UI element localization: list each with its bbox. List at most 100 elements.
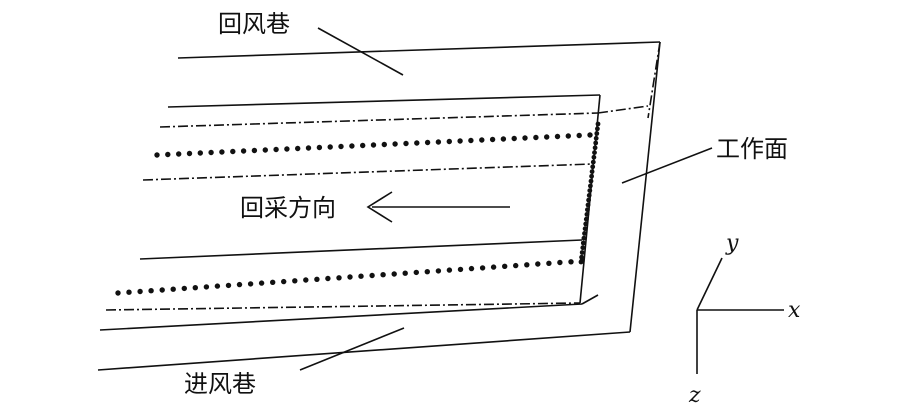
- borehole-dot: [583, 221, 589, 227]
- borehole-dot: [587, 132, 593, 138]
- borehole-dot: [165, 151, 171, 158]
- borehole-dot: [468, 265, 475, 272]
- borehole-dot: [214, 283, 221, 289]
- borehole-dot: [225, 282, 232, 289]
- axis-label-x: x: [788, 298, 801, 323]
- borehole-dot: [236, 281, 243, 288]
- borehole-dot: [457, 266, 464, 273]
- borehole-dot: [148, 288, 154, 294]
- borehole-dot: [533, 134, 539, 141]
- upper-borehole-dots: [154, 132, 593, 158]
- borehole-dot: [585, 207, 590, 213]
- borehole-dot: [305, 145, 312, 151]
- borehole-dot: [479, 265, 486, 271]
- borehole-dot: [192, 285, 198, 291]
- borehole-dot: [314, 276, 320, 282]
- borehole-dot: [592, 145, 598, 151]
- borehole-dot: [137, 288, 143, 295]
- borehole-dot: [457, 138, 463, 144]
- borehole-dot: [593, 135, 599, 141]
- borehole-dot: [424, 269, 430, 275]
- borehole-dot: [435, 139, 442, 145]
- borehole-dot: [284, 146, 290, 152]
- borehole-dot: [338, 143, 344, 150]
- borehole-dot: [590, 164, 596, 170]
- borehole-dot: [594, 131, 600, 136]
- borehole-dot: [262, 147, 268, 153]
- retreat-arrow-head: [366, 191, 393, 223]
- borehole-dot: [181, 285, 187, 292]
- borehole-dot: [316, 144, 323, 151]
- borehole-dot: [586, 197, 591, 203]
- borehole-dot: [159, 287, 165, 293]
- outer-top-edge: [177, 41, 661, 59]
- borehole-dot: [349, 143, 355, 149]
- borehole-dot: [219, 149, 225, 155]
- borehole-dot: [176, 151, 182, 157]
- borehole-dot: [595, 126, 600, 132]
- borehole-dot: [413, 269, 419, 276]
- borehole-dot: [584, 212, 590, 217]
- borehole-dot: [369, 272, 375, 279]
- borehole-dot: [579, 254, 584, 260]
- lower-borehole-dots: [115, 258, 585, 296]
- borehole-dot: [582, 226, 588, 232]
- borehole-dot: [270, 279, 276, 285]
- borehole-dot: [490, 264, 497, 270]
- borehole-dot: [546, 260, 552, 266]
- borehole-dot: [489, 136, 496, 143]
- borehole-dot: [586, 193, 592, 198]
- borehole-dot: [154, 152, 160, 158]
- borehole-dot: [292, 278, 298, 284]
- borehole-dot: [435, 268, 442, 274]
- borehole-dot: [479, 137, 485, 143]
- borehole-dot: [580, 240, 586, 246]
- borehole-dot: [258, 280, 265, 286]
- borehole-dot: [403, 140, 409, 147]
- borehole-dot: [511, 135, 517, 142]
- face-depth-line: [647, 41, 661, 119]
- borehole-dot: [581, 235, 587, 241]
- middle-line-upper: [142, 163, 593, 181]
- borehole-dot: [380, 272, 386, 278]
- borehole-dot: [336, 275, 342, 281]
- axis-y: [696, 257, 723, 311]
- borehole-dot: [582, 231, 587, 236]
- outer-bottom-edge: [97, 331, 631, 371]
- borehole-dot: [500, 136, 507, 142]
- borehole-dot: [208, 149, 214, 156]
- borehole-dot: [524, 262, 530, 268]
- borehole-dot: [295, 145, 301, 152]
- borehole-dot: [303, 277, 309, 283]
- borehole-dot: [592, 150, 597, 156]
- borehole-dot: [358, 273, 364, 279]
- borehole-dot: [557, 259, 563, 266]
- borehole-dot: [591, 154, 597, 160]
- borehole-dot: [247, 281, 254, 287]
- borehole-dot: [392, 141, 398, 147]
- middle-line-lower: [139, 239, 583, 260]
- borehole-dot: [230, 148, 236, 155]
- borehole-dot: [579, 250, 585, 255]
- leader-return-airway: [317, 27, 404, 76]
- borehole-dot: [580, 245, 586, 251]
- borehole-dot: [170, 286, 176, 292]
- leader-working-face: [621, 147, 713, 184]
- borehole-dot: [240, 148, 247, 154]
- borehole-dot: [391, 271, 397, 277]
- borehole-dot: [589, 173, 594, 179]
- borehole-dot: [115, 290, 121, 296]
- borehole-dot: [414, 140, 420, 146]
- borehole-dot: [588, 178, 594, 184]
- borehole-dot: [327, 144, 333, 150]
- borehole-dot: [544, 134, 550, 140]
- borehole-dot: [587, 188, 593, 194]
- borehole-dot: [325, 275, 331, 282]
- leader-intake-airway: [299, 327, 405, 371]
- borehole-dot: [446, 267, 453, 273]
- borehole-dot: [370, 142, 377, 148]
- borehole-dot: [347, 274, 353, 280]
- borehole-dot: [360, 142, 366, 149]
